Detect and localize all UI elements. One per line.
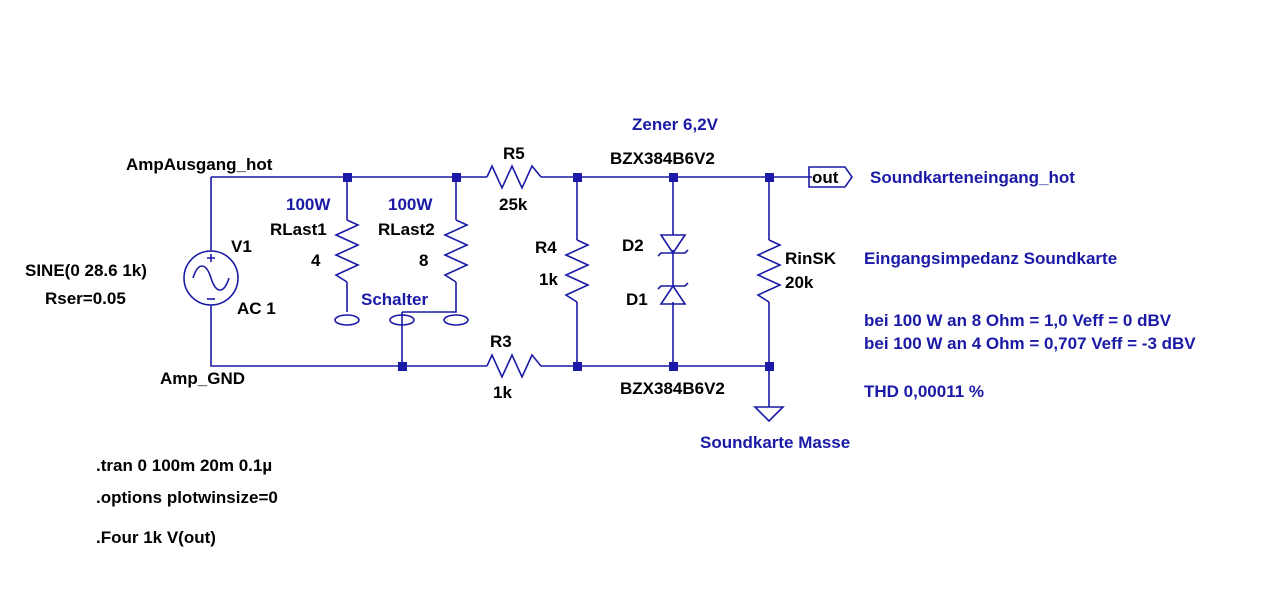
wire-rlast2[interactable] bbox=[402, 177, 457, 313]
junction bbox=[765, 362, 774, 371]
junction bbox=[573, 362, 582, 371]
thd-note: THD 0,00011 % bbox=[864, 382, 984, 401]
wire-left-vertical-bottom[interactable] bbox=[210, 305, 487, 367]
v1-name: V1 bbox=[231, 237, 252, 256]
spice-directive-tran[interactable]: .tran 0 100m 20m 0.1µ bbox=[96, 456, 272, 475]
junction bbox=[398, 362, 407, 371]
level-note-8ohm: bei 100 W an 8 Ohm = 1,0 Veff = 0 dBV bbox=[864, 311, 1172, 330]
junctions bbox=[343, 173, 774, 371]
rlast1-note: 100W bbox=[286, 195, 331, 214]
resistor-r4[interactable] bbox=[564, 239, 590, 303]
zener-note: Zener 6,2V bbox=[632, 115, 719, 134]
d2-model: BZX384B6V2 bbox=[610, 149, 715, 168]
junction bbox=[669, 173, 678, 182]
junction bbox=[573, 173, 582, 182]
r4-value: 1k bbox=[539, 270, 558, 289]
v1-value: SINE(0 28.6 1k) bbox=[25, 261, 147, 280]
v1-rser: Rser=0.05 bbox=[45, 289, 126, 308]
spice-directive-options[interactable]: .options plotwinsize=0 bbox=[96, 488, 278, 507]
ground-icon bbox=[753, 406, 785, 423]
d1-model: BZX384B6V2 bbox=[620, 379, 725, 398]
junction bbox=[452, 173, 461, 182]
rlast2-note: 100W bbox=[388, 195, 433, 214]
plus-sign-icon bbox=[207, 254, 215, 262]
output-port-label: out bbox=[812, 168, 839, 187]
spice-directive-four[interactable]: .Four 1k V(out) bbox=[96, 528, 216, 547]
v1-ac: AC 1 bbox=[237, 299, 276, 318]
d2-name: D2 bbox=[622, 236, 644, 255]
r5-name: R5 bbox=[503, 144, 525, 163]
r3-value: 1k bbox=[493, 383, 512, 402]
rlast1-value: 4 bbox=[311, 251, 321, 270]
switch-label: Schalter bbox=[361, 290, 428, 309]
terminal-icon bbox=[389, 314, 415, 326]
rinsk-name: RinSK bbox=[785, 249, 837, 268]
level-note-4ohm: bei 100 W an 4 Ohm = 0,707 Veff = -3 dBV bbox=[864, 334, 1196, 353]
r4-name: R4 bbox=[535, 238, 557, 257]
zener-diode-d1[interactable] bbox=[657, 282, 689, 305]
resistor-rlast2[interactable] bbox=[443, 219, 469, 326]
resistor-r5[interactable] bbox=[486, 164, 542, 190]
labels: AmpAusgang_hot Amp_GND V1 SINE(0 28.6 1k… bbox=[25, 115, 1196, 547]
junction bbox=[669, 362, 678, 371]
resistor-rinsk[interactable] bbox=[756, 239, 782, 303]
d1-name: D1 bbox=[626, 290, 648, 309]
terminal-icon bbox=[443, 314, 469, 326]
rlast1-name: RLast1 bbox=[270, 220, 327, 239]
net-label-amp-hot: AmpAusgang_hot bbox=[126, 155, 273, 174]
junction bbox=[765, 173, 774, 182]
rinsk-value: 20k bbox=[785, 273, 814, 292]
rlast2-value: 8 bbox=[419, 251, 428, 270]
junction bbox=[343, 173, 352, 182]
switch-terminal[interactable] bbox=[389, 314, 415, 326]
impedance-note: Eingangsimpedanz Soundkarte bbox=[864, 249, 1117, 268]
resistor-r3[interactable] bbox=[486, 353, 542, 379]
rlast2-name: RLast2 bbox=[378, 220, 435, 239]
net-label-amp-gnd: Amp_GND bbox=[160, 369, 245, 388]
r3-name: R3 bbox=[490, 332, 512, 351]
resistor-rlast1[interactable] bbox=[334, 219, 360, 326]
output-net-label: Soundkarteneingang_hot bbox=[870, 168, 1075, 187]
ground-label: Soundkarte Masse bbox=[700, 433, 850, 452]
zener-diode-d2[interactable] bbox=[657, 234, 689, 257]
r5-value: 25k bbox=[499, 195, 528, 214]
output-port[interactable] bbox=[808, 166, 853, 188]
terminal-icon bbox=[334, 314, 360, 326]
voltage-source-v1[interactable] bbox=[183, 250, 239, 306]
